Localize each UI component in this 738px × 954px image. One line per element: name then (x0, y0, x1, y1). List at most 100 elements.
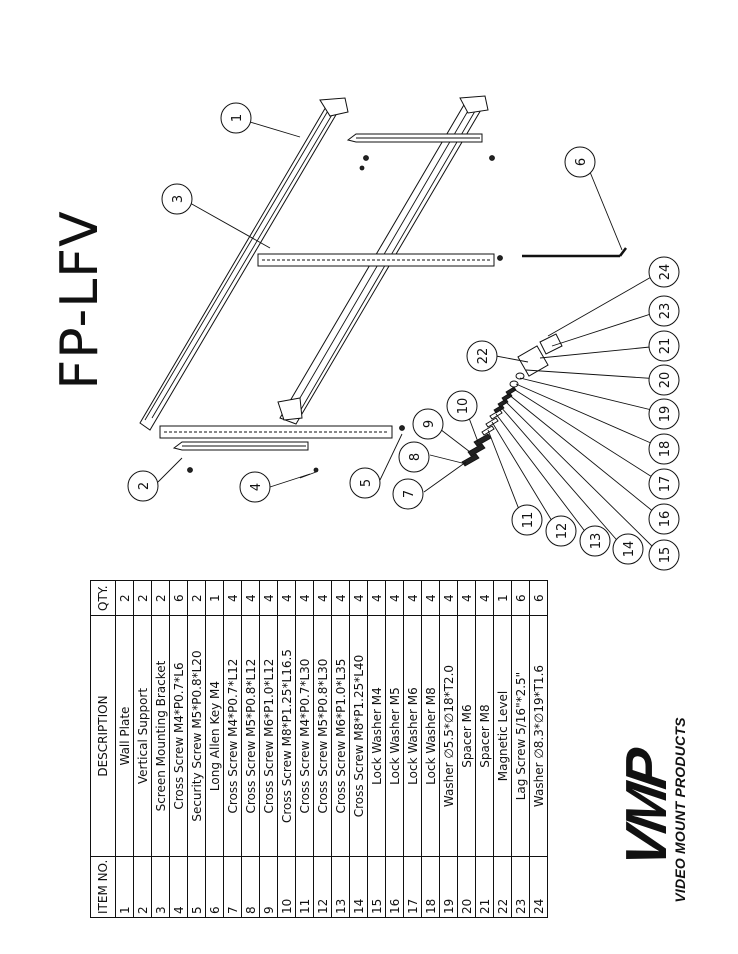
callout-21: 21 (648, 330, 680, 362)
cell-item-no: 8 (241, 856, 260, 918)
document-title-text: FP-LFV (50, 210, 110, 390)
svg-text:1: 1 (230, 114, 245, 122)
cell-qty: 6 (511, 580, 530, 616)
callout-19: 19 (648, 398, 680, 430)
cell-item-no: 9 (259, 856, 278, 918)
company-logo: VMP VIDEO MOUNT PRODUCTS (614, 700, 698, 920)
cell-item-no: 11 (295, 856, 314, 918)
callout-1: 1 (220, 102, 252, 134)
cell-description: Cross Screw M4*P0.7*L12 (223, 615, 242, 857)
cell-description: Cross Screw M8*P1.25*L40 (349, 615, 368, 857)
cell-description: Lag Screw 5/16"*2.5" (511, 615, 530, 857)
cell-qty: 4 (331, 580, 350, 616)
svg-text:13: 13 (589, 533, 604, 550)
cell-description: Security Screw M5*P0.8*L20 (187, 615, 206, 857)
svg-text:21: 21 (658, 338, 673, 355)
svg-text:24: 24 (658, 264, 673, 281)
svg-text:23: 23 (658, 303, 673, 320)
cell-qty: 4 (349, 580, 368, 616)
cell-qty: 4 (295, 580, 314, 616)
vertical-support-upper (346, 133, 495, 171)
callout-20: 20 (648, 364, 680, 396)
svg-text:15: 15 (658, 547, 673, 564)
cell-description: Lock Washer M4 (367, 615, 386, 857)
callout-7: 7 (392, 478, 424, 510)
callout-8: 8 (398, 441, 430, 473)
cell-qty: 4 (223, 580, 242, 616)
cell-qty: 4 (313, 580, 332, 616)
cell-item-no: 20 (457, 856, 476, 918)
cell-description: Cross Screw M8*P1.25*L16.5 (277, 615, 296, 857)
callout-15: 15 (648, 539, 680, 571)
svg-text:2: 2 (137, 482, 152, 490)
cell-qty: 2 (151, 580, 170, 616)
callout-18: 18 (648, 433, 680, 465)
cell-description: Lock Washer M6 (403, 615, 422, 857)
callout-9: 9 (412, 408, 444, 440)
cell-item-no: 21 (475, 856, 494, 918)
cell-qty: 4 (241, 580, 260, 616)
cell-qty: 1 (493, 580, 512, 616)
cell-description: Long Allen Key M4 (205, 615, 224, 857)
cell-qty: 2 (133, 580, 152, 616)
cell-item-no: 3 (151, 856, 170, 918)
logo-mark: VMP (614, 748, 679, 872)
svg-text:8: 8 (408, 453, 423, 461)
header-item-no: ITEM NO. (90, 856, 116, 918)
callout-5: 5 (349, 467, 381, 499)
svg-text:10: 10 (456, 398, 471, 415)
cell-item-no: 13 (331, 856, 350, 918)
cell-item-no: 2 (133, 856, 152, 918)
cell-description: Lock Washer M5 (385, 615, 404, 857)
screen-mounting-bracket-upper (257, 253, 503, 267)
cell-qty: 4 (475, 580, 494, 616)
callout-13: 13 (579, 525, 611, 557)
cell-description: Washer ∅5.5*∅18*T2.0 (439, 615, 458, 857)
cell-description: Magnetic Level (493, 615, 512, 857)
allen-key (522, 247, 627, 258)
callout-4: 4 (239, 471, 271, 503)
cell-description: Cross Screw M5*P0.8*L12 (241, 615, 260, 857)
svg-text:16: 16 (658, 511, 673, 528)
cell-description: Vertical Support (133, 615, 152, 857)
callout-16: 16 (648, 503, 680, 535)
cell-item-no: 23 (511, 856, 530, 918)
cell-qty: 4 (457, 580, 476, 616)
cell-qty: 4 (439, 580, 458, 616)
svg-text:7: 7 (402, 490, 417, 498)
cell-description: Cross Screw M6*P1.0*L12 (259, 615, 278, 857)
cell-description: Screen Mounting Bracket (151, 615, 170, 857)
callout-22: 22 (466, 340, 498, 372)
cell-item-no: 17 (403, 856, 422, 918)
callout-2: 2 (127, 470, 159, 502)
cell-description: Cross Screw M4*P0.7*L6 (169, 615, 188, 857)
callout-10: 10 (446, 390, 478, 422)
cell-qty: 4 (385, 580, 404, 616)
cell-description: Spacer M6 (457, 615, 476, 857)
svg-text:22: 22 (476, 348, 491, 365)
cell-item-no: 16 (385, 856, 404, 918)
svg-text:9: 9 (422, 420, 437, 428)
callout-24: 24 (648, 256, 680, 288)
cell-item-no: 5 (187, 856, 206, 918)
svg-text:19: 19 (658, 406, 673, 423)
callout-14: 14 (612, 533, 644, 565)
svg-text:6: 6 (574, 158, 589, 166)
callout-6: 6 (564, 146, 596, 178)
